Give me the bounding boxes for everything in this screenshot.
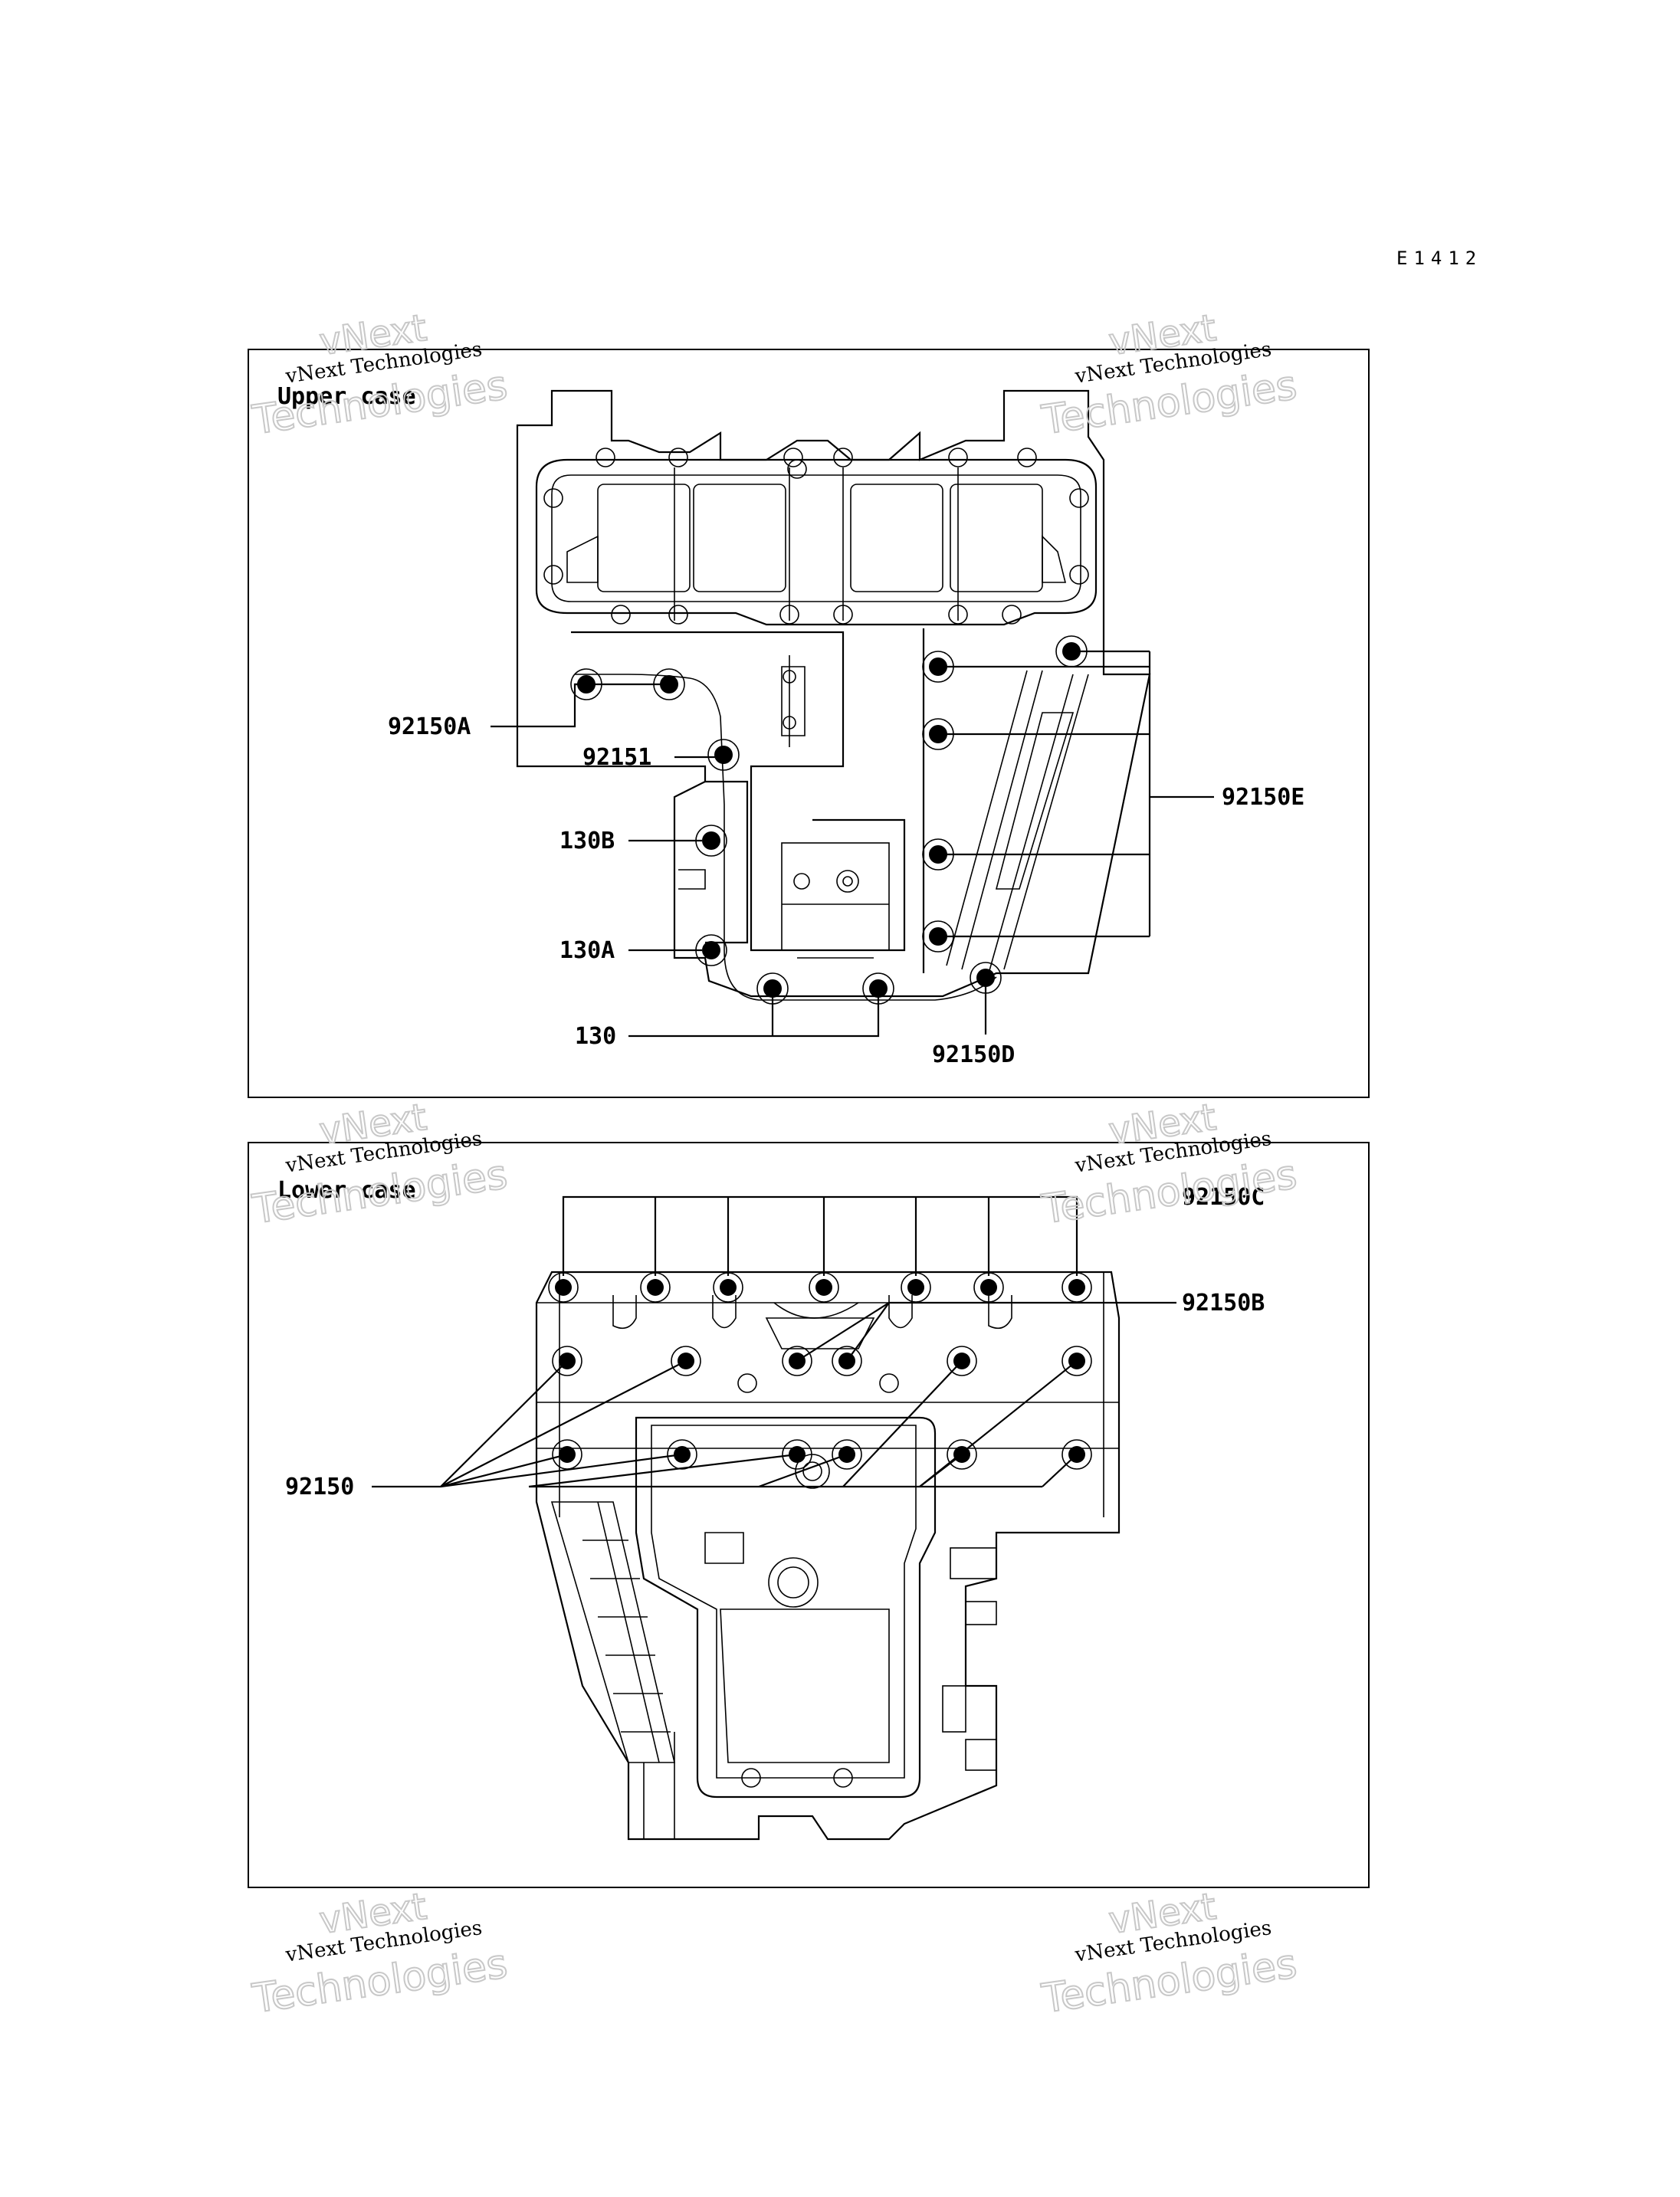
upper-case-panel: Upper case (248, 349, 1370, 1098)
callout-92150E: 92150E (1222, 784, 1304, 811)
bolt-92151 (714, 746, 733, 764)
lower-leader-lines (372, 1195, 1176, 1488)
callout-130B: 130B (559, 828, 615, 854)
bolt-92150C-7 (1068, 1279, 1085, 1296)
watermark-3: vNext vNext Technologies Technologies (248, 1095, 510, 1234)
lower-panel-frame (248, 1142, 1370, 1888)
bolt-92150C-2 (647, 1279, 664, 1296)
bolt-130B (702, 831, 720, 850)
callout-92150: 92150 (285, 1474, 354, 1500)
watermark-1: vNext vNext Technologies Technologies (248, 306, 510, 444)
bolt-92150C-3 (720, 1279, 737, 1296)
bolt-92150D (976, 969, 995, 987)
bolt-130-2 (869, 979, 888, 998)
bolt-92150C-5 (907, 1279, 924, 1296)
upper-panel-title: Upper case (277, 383, 416, 410)
watermarks: vNext vNext Technologies Technologies vN… (248, 306, 1300, 2023)
watermark-6: vNext vNext Technologies Technologies (1038, 1884, 1300, 2023)
bolt-130A (702, 941, 720, 959)
lower-panel-title: Lower case (277, 1177, 416, 1204)
upper-panel-frame (248, 349, 1370, 1098)
upper-crankcase-drawing (516, 389, 1151, 1001)
callout-92151: 92151 (582, 744, 651, 771)
watermark-5: vNext vNext Technologies Technologies (248, 1884, 510, 2023)
watermark-2: vNext vNext Technologies Technologies (1038, 306, 1300, 444)
callout-92150B: 92150B (1182, 1290, 1265, 1317)
callout-92150D: 92150D (932, 1041, 1015, 1068)
upper-leader-lines (491, 650, 1214, 1038)
watermark-4: vNext vNext Technologies Technologies (1038, 1095, 1300, 1234)
bolt-92150C-1 (555, 1279, 572, 1296)
bolt-130-1 (763, 979, 782, 998)
callout-130A: 130A (559, 937, 615, 964)
bolt-92150C-6 (980, 1279, 997, 1296)
lower-case-panel: Lower case (248, 1142, 1370, 1888)
diagram-code: E1412 (1396, 248, 1482, 269)
callout-130: 130 (575, 1023, 616, 1050)
callout-92150C: 92150C (1182, 1184, 1265, 1211)
callout-92150A: 92150A (388, 713, 471, 740)
lower-crankcase-drawing (535, 1271, 1121, 1841)
bolt-92150C-4 (815, 1279, 832, 1296)
